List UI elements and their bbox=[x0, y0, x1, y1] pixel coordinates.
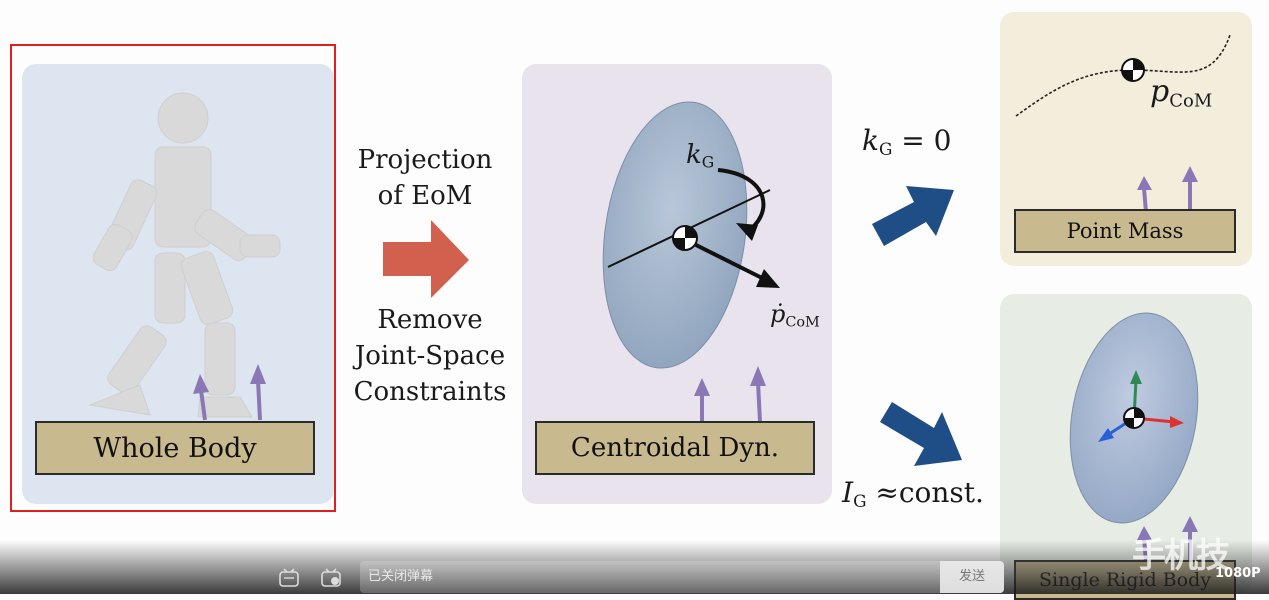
p-com-var: p bbox=[1150, 74, 1170, 109]
kg-zero-label: kG = 0 bbox=[862, 124, 951, 159]
rigid-body-ellipsoid-diagram bbox=[1069, 312, 1199, 524]
ig-sub: G bbox=[853, 491, 867, 512]
p-com-sub: CoM bbox=[1169, 90, 1213, 112]
projection-caption: Projection of EoM bbox=[335, 142, 515, 214]
point-mass-force-arrows bbox=[1137, 166, 1198, 213]
kg-var: k bbox=[686, 140, 702, 170]
pdot-sub: CoM bbox=[785, 314, 820, 331]
centroidal-ellipsoid-diagram bbox=[602, 101, 780, 369]
blue-arrow-down-icon bbox=[880, 402, 962, 466]
point-mass-trajectory bbox=[1015, 34, 1231, 117]
kg-angular-momentum-label: kG bbox=[686, 140, 714, 172]
remove-line1: Remove bbox=[377, 305, 483, 335]
kg-zero-sub: G bbox=[878, 139, 893, 160]
quality-selector[interactable]: 1080P bbox=[1215, 566, 1261, 581]
centroidal-force-arrows bbox=[694, 366, 766, 423]
selection-highlight bbox=[10, 44, 336, 512]
remove-line3: Constraints bbox=[353, 377, 507, 407]
projection-line2: of EoM bbox=[377, 181, 473, 211]
player-control-bar bbox=[0, 540, 1269, 594]
blue-arrow-up-icon bbox=[872, 186, 954, 246]
send-button[interactable]: 发送 bbox=[940, 561, 1004, 593]
danmaku-settings-icon[interactable] bbox=[278, 568, 300, 588]
kg-zero-var: k bbox=[862, 124, 879, 157]
remove-constraints-caption: Remove Joint-Space Constraints bbox=[330, 302, 530, 410]
ig-const-label: IG ≈const. bbox=[842, 476, 984, 511]
projection-line1: Projection bbox=[357, 145, 493, 175]
whole-body-label: Whole Body bbox=[35, 421, 315, 475]
watermark: 手机技 bbox=[1132, 536, 1230, 576]
kg-sub: G bbox=[701, 153, 715, 172]
pdot-var: ṗ bbox=[770, 300, 786, 328]
ig-rest: ≈const. bbox=[866, 476, 984, 509]
danmaku-input[interactable]: 已关闭弹幕 bbox=[360, 561, 940, 593]
remove-line2: Joint-Space bbox=[354, 341, 506, 371]
centroidal-label: Centroidal Dyn. bbox=[535, 421, 815, 475]
whole-body-force-arrows bbox=[193, 364, 266, 421]
pdot-com-label: ṗCoM bbox=[770, 300, 820, 330]
p-com-label: pCoM bbox=[1150, 74, 1212, 111]
kg-zero-rest: = 0 bbox=[892, 124, 952, 157]
point-mass-label: Point Mass bbox=[1014, 209, 1236, 253]
walking-robot-figure bbox=[88, 92, 281, 418]
danmaku-toggle-icon[interactable] bbox=[320, 568, 342, 588]
ig-var: I bbox=[842, 476, 854, 509]
red-arrow-icon bbox=[383, 220, 469, 298]
